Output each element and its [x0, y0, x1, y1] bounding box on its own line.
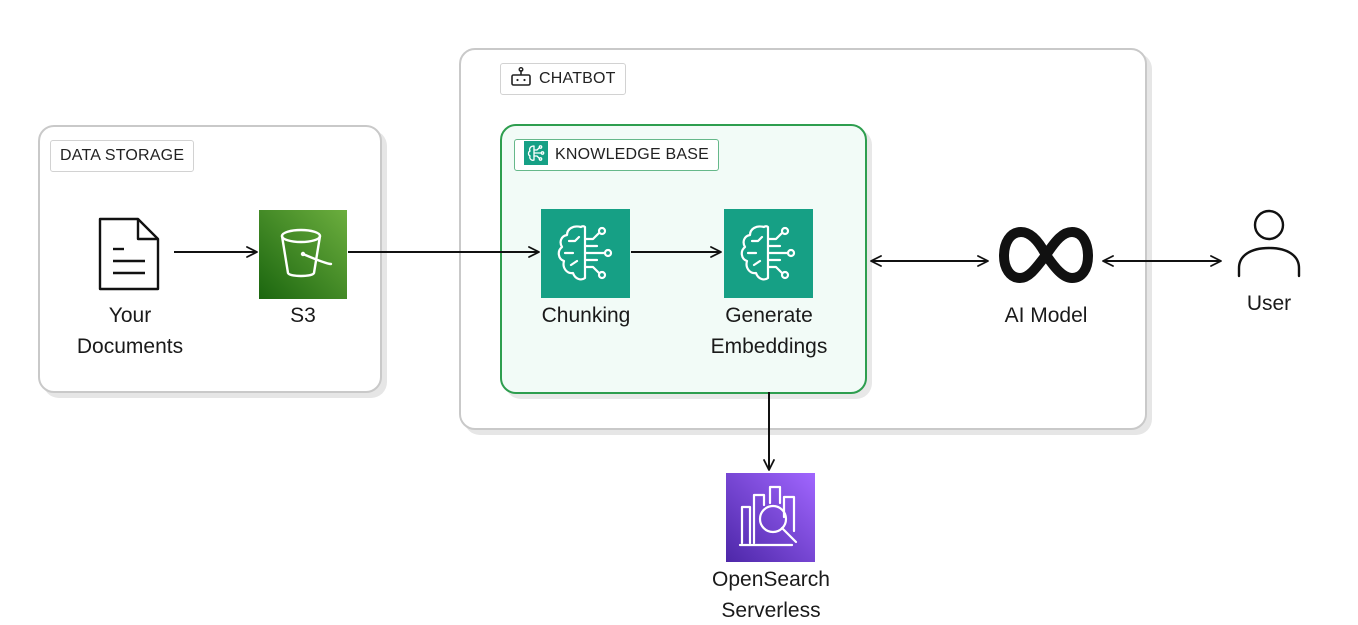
user-icon [1236, 208, 1302, 283]
chunking-brain-icon [541, 209, 630, 303]
user-label: User [1246, 292, 1292, 315]
bedrock-brain-icon [524, 140, 548, 170]
opensearch-icon [726, 473, 815, 567]
documents-label: Your Documents [76, 304, 184, 358]
chatbot-tag: CHATBOT [500, 63, 626, 95]
document-icon [96, 215, 162, 298]
knowledge-base-label: KNOWLEDGE BASE [555, 146, 709, 163]
chatbot-label: CHATBOT [539, 70, 616, 87]
ai-model-label: AI Model [1004, 304, 1088, 327]
knowledge-base-tag: KNOWLEDGE BASE [514, 139, 719, 171]
opensearch-label: OpenSearch Serverless [712, 568, 830, 622]
s3-label: S3 [290, 304, 316, 327]
chunking-label: Chunking [541, 304, 631, 327]
s3-bucket-icon [259, 210, 347, 304]
robot-icon [510, 66, 532, 92]
embeddings-label: Generate Embeddings [710, 304, 828, 358]
embeddings-brain-icon [724, 209, 813, 303]
data-storage-tag: DATA STORAGE [50, 140, 195, 172]
data-storage-label: DATA STORAGE [60, 147, 185, 164]
meta-infinity-icon [999, 226, 1093, 289]
